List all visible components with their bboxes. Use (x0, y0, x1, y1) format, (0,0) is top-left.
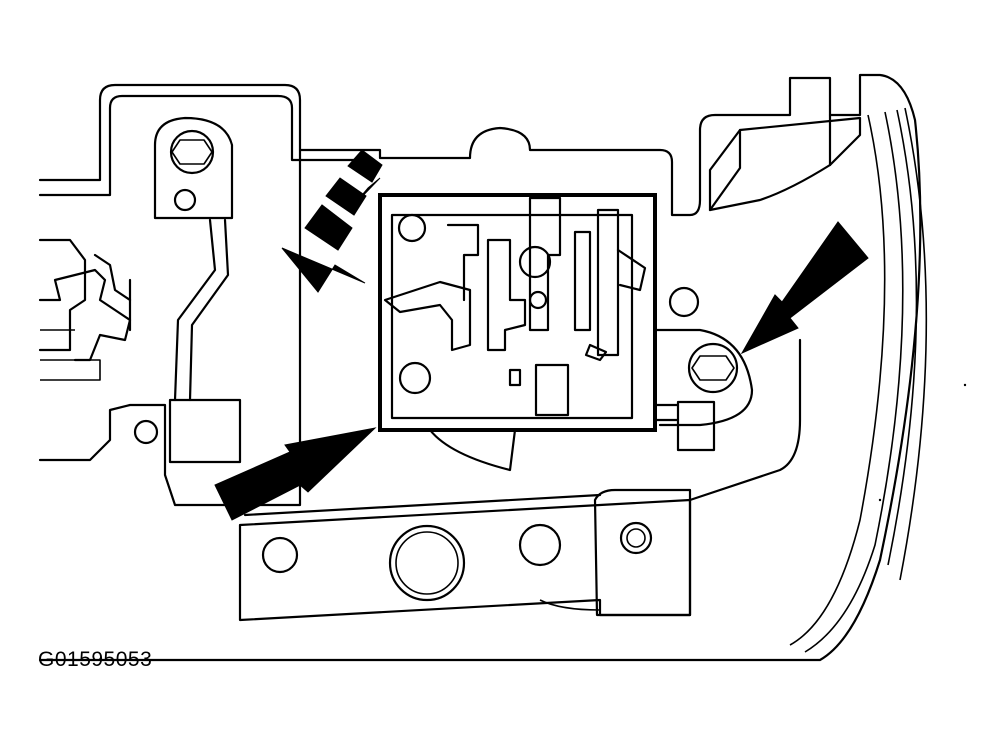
housing-outline (38, 73, 928, 662)
right-bolt-boss (687, 342, 739, 394)
right-boss (653, 286, 754, 452)
left-connector (38, 238, 132, 381)
bracket-bolt-head (169, 129, 215, 175)
hex-nut-icon (691, 355, 735, 381)
hex-bolt-icon (171, 139, 213, 165)
fastener-arrow-lower-left (214, 427, 377, 521)
arrow-dash-3 (304, 204, 353, 251)
left-bracket (153, 116, 234, 402)
arrow-dash-1 (347, 149, 383, 183)
left-lower-body (38, 148, 302, 507)
upper-right-tab (708, 113, 862, 212)
fastener-arrow-right (740, 221, 869, 355)
lower-body (238, 338, 802, 622)
switch-assembly (378, 193, 657, 472)
arrow-dash-2 (325, 177, 367, 216)
arrow-head-upper (281, 247, 366, 293)
figure-id-label: G01595053 (38, 648, 153, 671)
fastener-arrow-upper-left (281, 149, 383, 293)
